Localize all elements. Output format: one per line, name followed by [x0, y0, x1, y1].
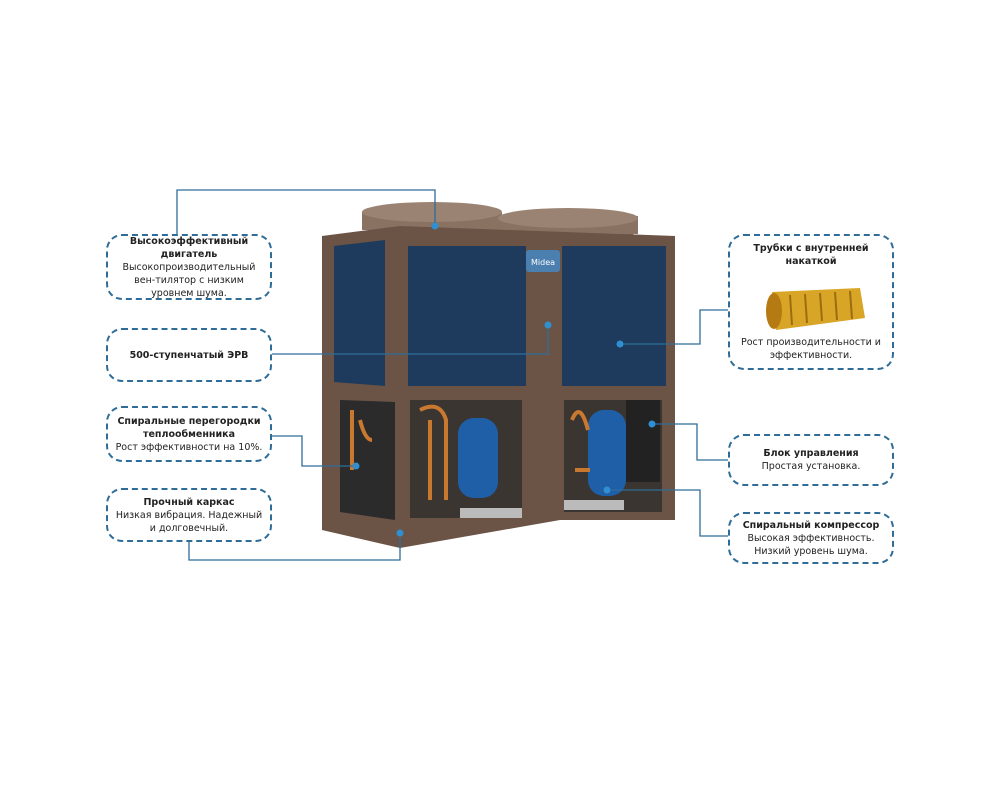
callout-text: Рост производительности и эффективности. — [741, 337, 881, 361]
callout-text: Простая установка. — [761, 461, 861, 472]
callout-compressor: Спиральный компрессор Высокая эффективно… — [728, 512, 894, 564]
control-box — [626, 400, 660, 482]
callout-text: Высокая эффективность. Низкий уровень шу… — [747, 532, 875, 557]
callout-baffles: Спиральные перегородки теплообменника Ро… — [106, 406, 272, 462]
side-coil — [334, 240, 385, 386]
callout-text: Высокопроизводительный вен-тилятор с низ… — [122, 261, 256, 299]
compressor-left — [458, 418, 498, 498]
front-coil-left — [408, 246, 526, 386]
callout-title: 500-ступенчатый ЭРВ — [129, 349, 249, 361]
callout-frame: Прочный каркас Низкая вибрация. Надежный… — [106, 488, 272, 542]
callout-tubes: Трубки с внутренней накаткой Рост произв… — [728, 234, 894, 370]
marker-dots — [352, 222, 656, 537]
callout-erv: 500-ступенчатый ЭРВ — [106, 328, 272, 382]
connector-lines — [176, 189, 728, 561]
callout-text: Рост эффективности на 10%. — [115, 441, 263, 453]
callout-title: Спиральный компрессор — [742, 519, 880, 531]
callout-text: Низкая вибрация. Надежный и долговечный. — [115, 509, 263, 534]
callout-title: Прочный каркас — [143, 496, 235, 508]
callout-title: Высокоэффективный двигатель — [129, 235, 249, 260]
callout-motor: Высокоэффективный двигатель Высокопроизв… — [106, 234, 272, 300]
front-coil-right — [562, 246, 666, 386]
callout-title: Блок управления — [763, 448, 859, 459]
midea-logo — [526, 250, 560, 272]
callout-title: Спиральные перегородки теплообменника — [117, 415, 261, 440]
callout-control: Блок управления Простая установка. — [728, 434, 894, 486]
svg-text:Midea: Midea — [531, 258, 555, 267]
compressor-right — [588, 410, 626, 496]
callout-title: Трубки с внутренней накаткой — [753, 243, 869, 267]
tube-image — [766, 288, 865, 330]
